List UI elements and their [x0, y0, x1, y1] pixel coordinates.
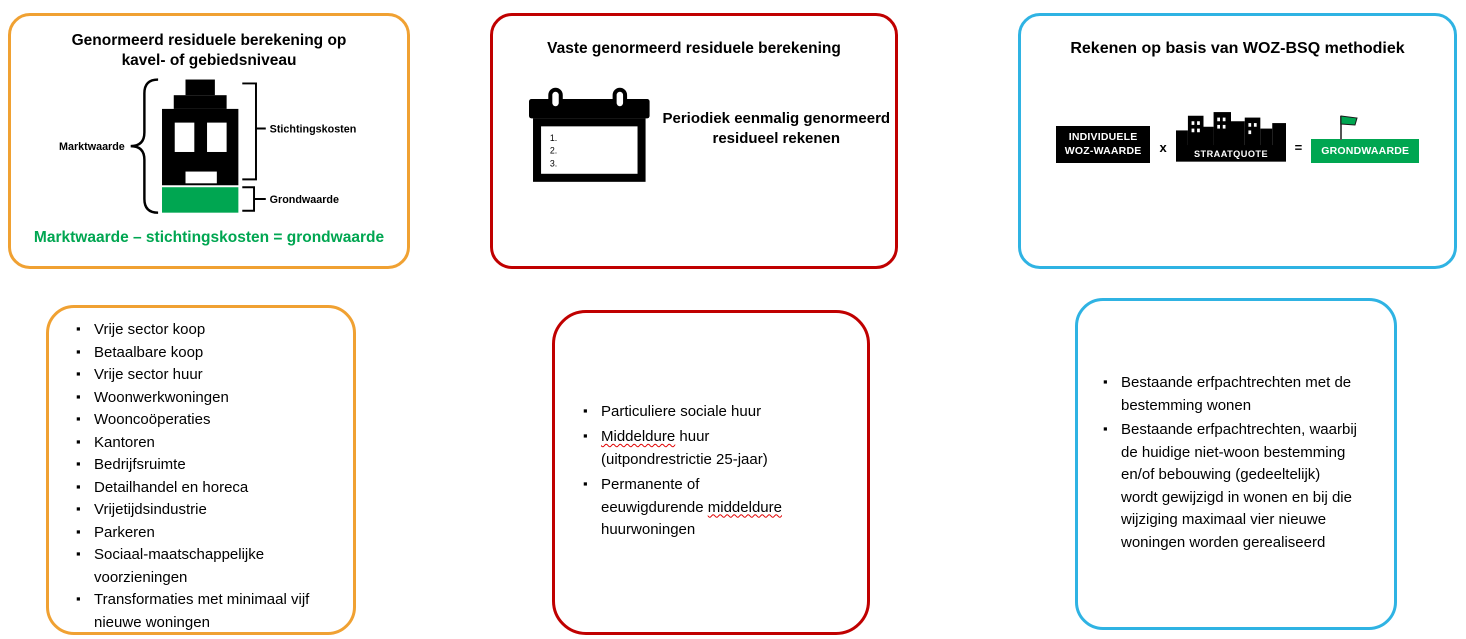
calendar-item-3: 3.: [550, 158, 557, 168]
woz-badge-line1: INDIVIDUELE: [1068, 131, 1138, 144]
woz-badge-line2: WOZ-WAARDE: [1064, 144, 1142, 157]
multiply-operator: x: [1159, 140, 1167, 156]
card-woz-bsq: Rekenen op basis van WOZ-BSQ methodiek I…: [1018, 13, 1457, 269]
grondwaarde-block: [162, 186, 239, 213]
list-item: Wooncoöperaties: [75, 409, 321, 432]
card2-caption: Periodiek eenmalig genormeerd residueel …: [662, 110, 891, 147]
formula-text: Marktwaarde – stichtingskosten = grondwa…: [33, 228, 385, 246]
list-item-text: Permanente of eeuwigdurende: [601, 476, 708, 516]
card-genormeerd-residueel: Genormeerd residuele berekening op kavel…: [8, 13, 410, 269]
grondwaarde-badge: GRONDWAARDE: [1311, 139, 1420, 164]
card2-content: 1. 2. 3. Periodiek eenmalig genormeerd r…: [493, 83, 895, 189]
woz-formula-row: INDIVIDUELE WOZ-WAARDE x STRA: [1021, 107, 1454, 164]
card3-title: Rekenen op basis van WOZ-BSQ methodiek: [1070, 40, 1405, 57]
bracket-stichtingskosten-icon: [242, 82, 266, 181]
grondwaarde-badge-wrap: GRONDWAARDE: [1311, 115, 1420, 164]
equals-operator: =: [1294, 140, 1303, 156]
card-woz-bullets: Bestaande erfpachtrechten met de bestemm…: [1075, 298, 1397, 630]
bullet-list-col1: Vrije sector koop Betaalbare koop Vrije …: [75, 319, 321, 634]
card-vaste-genormeerd: Vaste genormeerd residuele berekening 1.…: [490, 13, 898, 269]
list-item: Vrije sector koop: [75, 319, 321, 342]
calendar-icon: 1. 2. 3.: [529, 87, 650, 182]
bullet-list-col3: Bestaande erfpachtrechten met de bestemm…: [1102, 372, 1360, 556]
marktwaarde-label: Marktwaarde: [59, 141, 125, 153]
building-diagram: Marktwaarde Stichtingskosten Grondwaarde: [11, 76, 407, 226]
calendar-item-2: 2.: [550, 146, 557, 156]
calendar-item-1: 1.: [550, 133, 557, 143]
list-item: Betaalbare koop: [75, 342, 321, 365]
list-item: Permanente of eeuwigdurende middeldure h…: [582, 474, 798, 542]
list-item-text: huur (uitpondrestrictie 25-jaar): [601, 428, 768, 468]
stichtingskosten-label: Stichtingskosten: [270, 123, 357, 135]
list-item: Bedrijfsruimte: [75, 454, 321, 477]
list-item: Parkeren: [75, 522, 321, 545]
misspelled-word: Middeldure: [601, 428, 676, 445]
list-item-text: huurwoningen: [601, 521, 696, 538]
list-item: Bestaande erfpachtrechten, waarbij de hu…: [1102, 419, 1360, 554]
list-item: Kantoren: [75, 432, 321, 455]
list-item: Vrije sector huur: [75, 364, 321, 387]
list-item: Middeldure huur (uitpondrestrictie 25-ja…: [582, 426, 798, 471]
bracket-grondwaarde-icon: [242, 185, 266, 212]
skyline-icon: STRAATQUOTE: [1175, 112, 1286, 163]
flag-icon: [1340, 115, 1358, 141]
canal-house-icon: Marktwaarde Stichtingskosten Grondwaarde: [59, 77, 357, 214]
woz-waarde-badge: INDIVIDUELE WOZ-WAARDE: [1055, 126, 1151, 164]
list-item: Woonwerkwoningen: [75, 387, 321, 410]
misspelled-word: middeldure: [707, 498, 782, 516]
bullet-list-col2: Particuliere sociale huur Middeldure huu…: [582, 401, 798, 545]
list-item: Sociaal-maatschappelijke voorzieningen: [75, 544, 321, 589]
list-item: Bestaande erfpachtrechten met de bestemm…: [1102, 372, 1360, 417]
list-item: Particuliere sociale huur: [582, 401, 798, 424]
curly-brace-left-icon: [130, 77, 159, 214]
card2-title: Vaste genormeerd residuele berekening: [547, 40, 841, 57]
list-item: Transformaties met minimaal vijf nieuwe …: [75, 589, 321, 634]
card-genormeerd-bullets: Vrije sector koop Betaalbare koop Vrije …: [46, 305, 356, 635]
list-item: Detailhandel en horeca: [75, 477, 321, 500]
card1-title: Genormeerd residuele berekening op kavel…: [71, 32, 347, 69]
straatquote-label: STRAATQUOTE: [1194, 149, 1268, 159]
card-vaste-bullets: Particuliere sociale huur Middeldure huu…: [552, 310, 870, 635]
grondwaarde-label: Grondwaarde: [270, 194, 339, 206]
list-item: Vrijetijdsindustrie: [75, 499, 321, 522]
